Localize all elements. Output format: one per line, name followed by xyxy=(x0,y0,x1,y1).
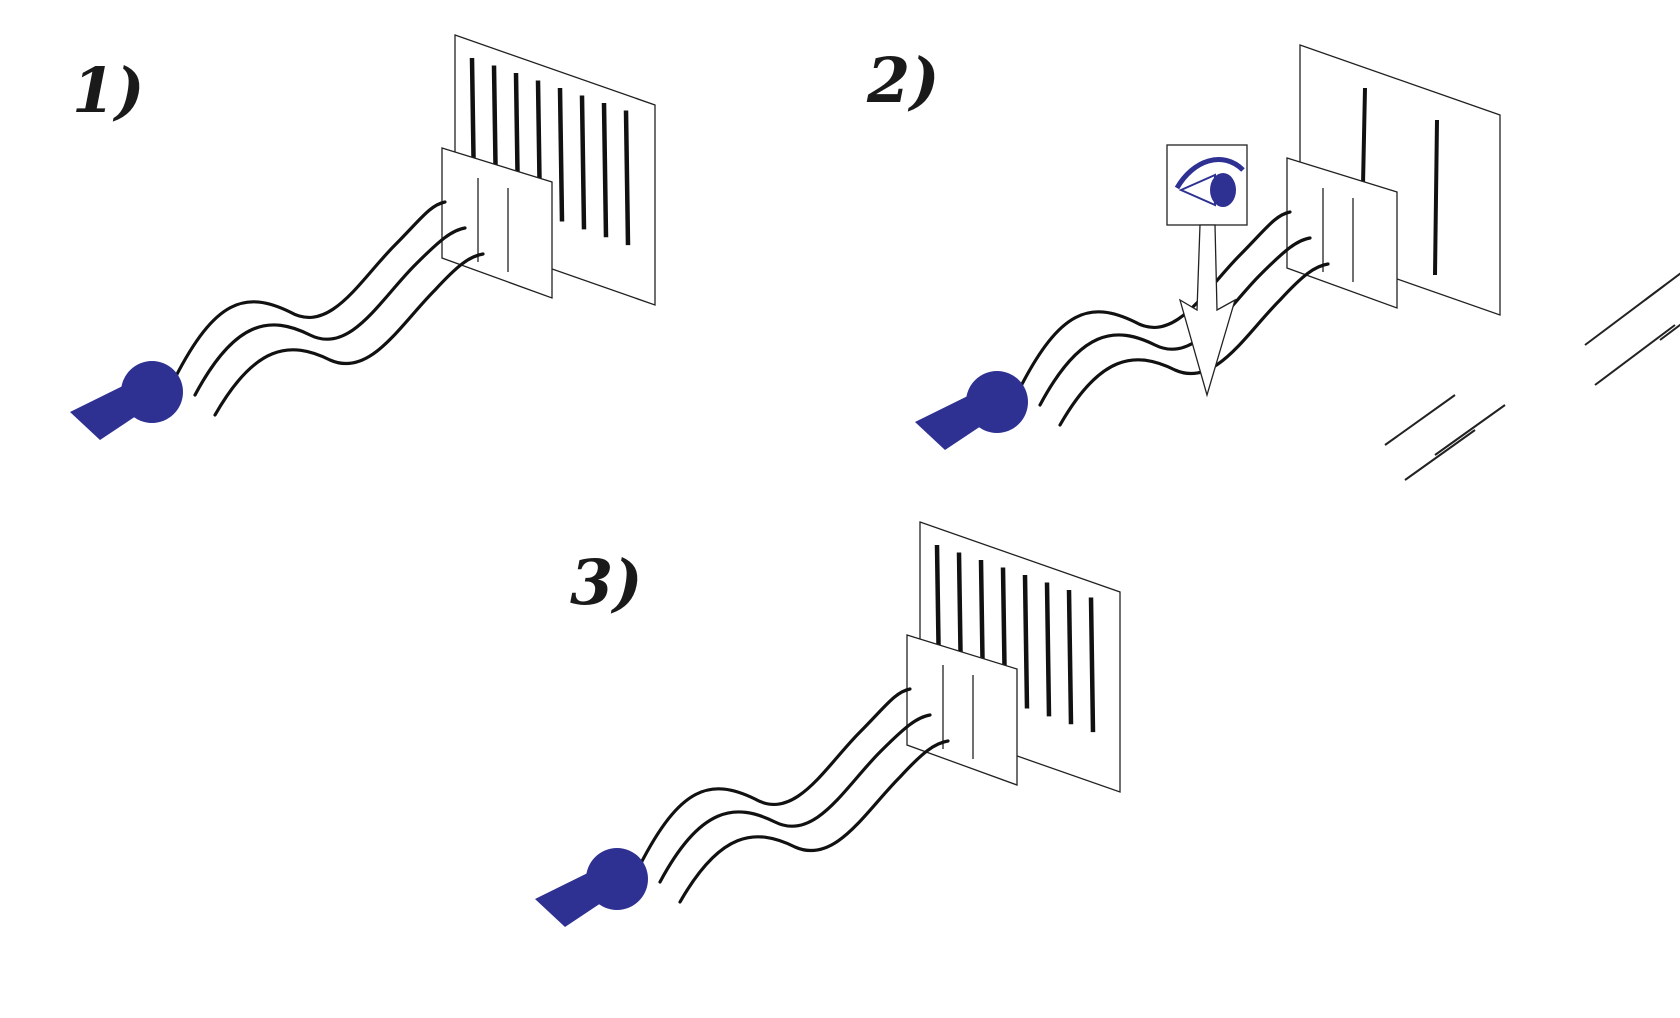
source-bulb xyxy=(586,848,648,910)
scatter-dash xyxy=(1384,394,1456,446)
panel-2-scene xyxy=(915,44,1680,481)
scatter-dash xyxy=(1659,323,1680,341)
scatter-dash xyxy=(1434,404,1506,456)
wave-front xyxy=(638,687,912,867)
interference-band xyxy=(1022,574,1030,709)
impact-band xyxy=(1361,87,1367,186)
panel-3: 3) xyxy=(535,521,1121,927)
eye-pupil xyxy=(1210,173,1236,207)
interference-band xyxy=(623,110,631,246)
interference-band xyxy=(601,102,609,238)
scatter-dash xyxy=(1594,324,1676,386)
impact-band xyxy=(1433,119,1439,276)
wave-front xyxy=(193,226,467,397)
panel-2-label: 2) xyxy=(866,44,939,117)
interference-band xyxy=(1044,582,1052,717)
source-bulb xyxy=(966,371,1028,433)
wave-front xyxy=(678,739,950,904)
interference-band xyxy=(557,87,565,222)
panel-1: 1) xyxy=(70,34,656,440)
panel-2: 2) xyxy=(866,44,1680,481)
panel-3-label: 3) xyxy=(570,546,642,619)
measurement-arrow xyxy=(1178,224,1237,398)
source-bulb xyxy=(121,361,183,423)
scatter-dash xyxy=(1644,272,1680,301)
eye-icon xyxy=(1174,157,1245,190)
panel-1-label: 1) xyxy=(72,54,144,127)
scatter-dash xyxy=(1404,429,1476,481)
panel-3-scene xyxy=(535,521,1121,927)
panel-1-scene xyxy=(70,34,656,440)
interference-band xyxy=(1088,597,1096,733)
wave-front xyxy=(1018,210,1292,390)
wave-front xyxy=(658,713,932,884)
wave-front xyxy=(213,252,485,417)
wave-front xyxy=(173,200,447,380)
interference-band xyxy=(579,95,587,230)
interference-band xyxy=(1066,589,1074,725)
